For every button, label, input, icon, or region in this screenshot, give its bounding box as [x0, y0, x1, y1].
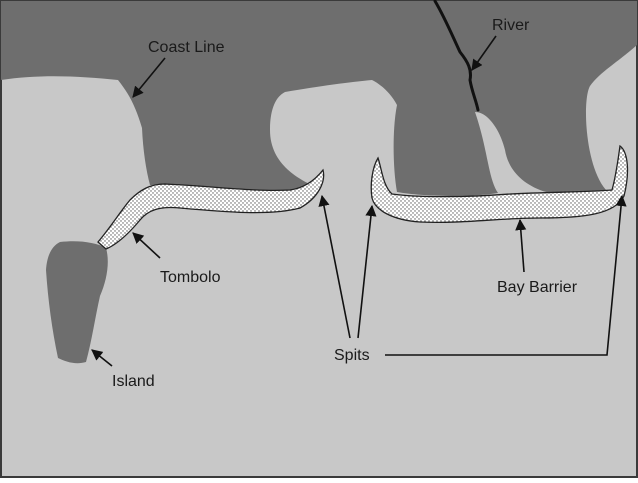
tombolo-arrow	[132, 232, 161, 259]
river-label: River	[492, 17, 530, 34]
mainland	[1, 1, 637, 197]
island	[46, 241, 108, 364]
river	[433, 0, 480, 112]
bay-barrier-label: Bay Barrier	[497, 279, 578, 296]
spits-arrow-right	[357, 204, 377, 339]
bay-barrier	[370, 144, 629, 224]
spits-connector-line	[385, 194, 627, 356]
coast-line-label: Coast Line	[148, 39, 225, 56]
spits-arrow-left	[318, 194, 351, 339]
bay-barrier-arrow	[515, 218, 527, 273]
coast-line-arrow	[132, 57, 166, 98]
river-arrow	[471, 35, 497, 71]
tombolo-label: Tombolo	[160, 269, 221, 286]
spits-label: Spits	[334, 347, 370, 364]
tombolo	[97, 168, 325, 250]
island-arrow	[91, 349, 113, 367]
island-label: Island	[112, 373, 155, 390]
